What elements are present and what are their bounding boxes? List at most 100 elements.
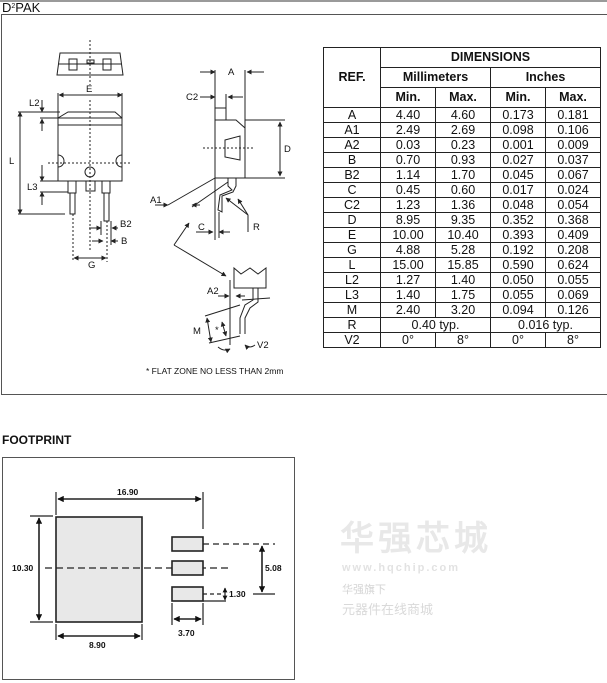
cell-mm-min: 4.40 [380,107,436,123]
cell-in-min: 0° [490,332,546,348]
cell-in-max: 0.009 [545,137,601,153]
header-in-min: Min. [490,87,546,108]
cell-in-min: 0.045 [490,167,546,183]
cell-in-max: 0.368 [545,212,601,228]
cell-mm-max: 2.69 [435,122,491,138]
cell-ref: C [323,182,381,198]
package-drawing-frame [1,14,607,395]
cell-mm-min: 4.88 [380,242,436,258]
top-rule [0,0,607,2]
dimensions-table: REF. DIMENSIONS Millimeters Inches Min. … [323,47,601,348]
cell-mm-min: 0.45 [380,182,436,198]
label-B2: B2 [120,219,132,230]
cell-mm-max: 1.75 [435,287,491,303]
cell-in-typ: 0.016 typ. [490,317,601,333]
cell-in-min: 0.094 [490,302,546,318]
label-C: C [198,222,205,233]
label-D: D [284,144,291,155]
cell-mm-max: 1.70 [435,167,491,183]
cell-mm-max: 4.60 [435,107,491,123]
label-L2: L2 [29,98,40,109]
cell-mm-min: 1.27 [380,272,436,288]
label-C2: C2 [186,92,198,103]
cell-in-min: 0.352 [490,212,546,228]
cell-ref: L3 [323,287,381,303]
label-V2: V2 [257,340,269,351]
cell-in-max: 0.409 [545,227,601,243]
cell-in-min: 0.393 [490,227,546,243]
header-mm-max: Max. [435,87,491,108]
cell-ref: D [323,212,381,228]
header-millimeters: Millimeters [380,67,491,88]
footprint-title: FOOTPRINT [2,433,72,447]
cell-in-max: 0.037 [545,152,601,168]
cell-in-max: 0.024 [545,182,601,198]
watermark-brand: 华强芯城 [340,520,492,558]
cell-mm-min: 8.95 [380,212,436,228]
cell-ref: L2 [323,272,381,288]
cell-ref: R [323,317,381,333]
cell-mm-min: 0.70 [380,152,436,168]
cell-mm-max: 1.36 [435,197,491,213]
package-title-main: D [2,0,12,15]
header-ref: REF. [323,47,381,108]
cell-in-min: 0.192 [490,242,546,258]
package-front-view [17,92,132,262]
label-star: * [215,325,219,336]
cell-mm-max: 0.23 [435,137,491,153]
cell-in-max: 0.126 [545,302,601,318]
package-title-rest: PAK [15,0,41,15]
cell-in-min: 0.017 [490,182,546,198]
label-G: G [88,260,95,271]
package-drawing: E L2 L L3 B2 B G A C2 D A1 C R A2 M * V2 [9,40,291,354]
cell-mm-max: 15.85 [435,257,491,273]
cell-mm-min: 2.40 [380,302,436,318]
cell-mm-min: 0° [380,332,436,348]
cell-in-max: 0.054 [545,197,601,213]
cell-ref: A2 [323,137,381,153]
cell-mm-min: 10.00 [380,227,436,243]
cell-mm-min: 2.49 [380,122,436,138]
cell-in-max: 0.624 [545,257,601,273]
cell-in-max: 0.055 [545,272,601,288]
cell-mm-max: 9.35 [435,212,491,228]
cell-in-max: 0.208 [545,242,601,258]
cell-mm-max: 10.40 [435,227,491,243]
cell-ref: E [323,227,381,243]
cell-ref: C2 [323,197,381,213]
package-side-view [155,69,285,277]
label-E: E [86,84,92,95]
header-mm-min: Min. [380,87,436,108]
cell-in-max: 8° [545,332,601,348]
cell-ref: B [323,152,381,168]
header-in-max: Max. [545,87,601,108]
cell-ref: M [323,302,381,318]
cell-in-min: 0.050 [490,272,546,288]
cell-ref: L [323,257,381,273]
cell-mm-max: 8° [435,332,491,348]
watermark-url: www.hqchip.com [342,562,461,574]
cell-in-min: 0.001 [490,137,546,153]
cell-in-min: 0.048 [490,197,546,213]
header-dimensions: DIMENSIONS [380,47,601,68]
cell-in-max: 0.106 [545,122,601,138]
cell-mm-min: 0.03 [380,137,436,153]
cell-in-min: 0.098 [490,122,546,138]
cell-in-min: 0.055 [490,287,546,303]
package-title-sup: 2 [11,3,16,10]
cell-mm-min: 1.23 [380,197,436,213]
label-A2: A2 [207,286,219,297]
cell-ref: A [323,107,381,123]
